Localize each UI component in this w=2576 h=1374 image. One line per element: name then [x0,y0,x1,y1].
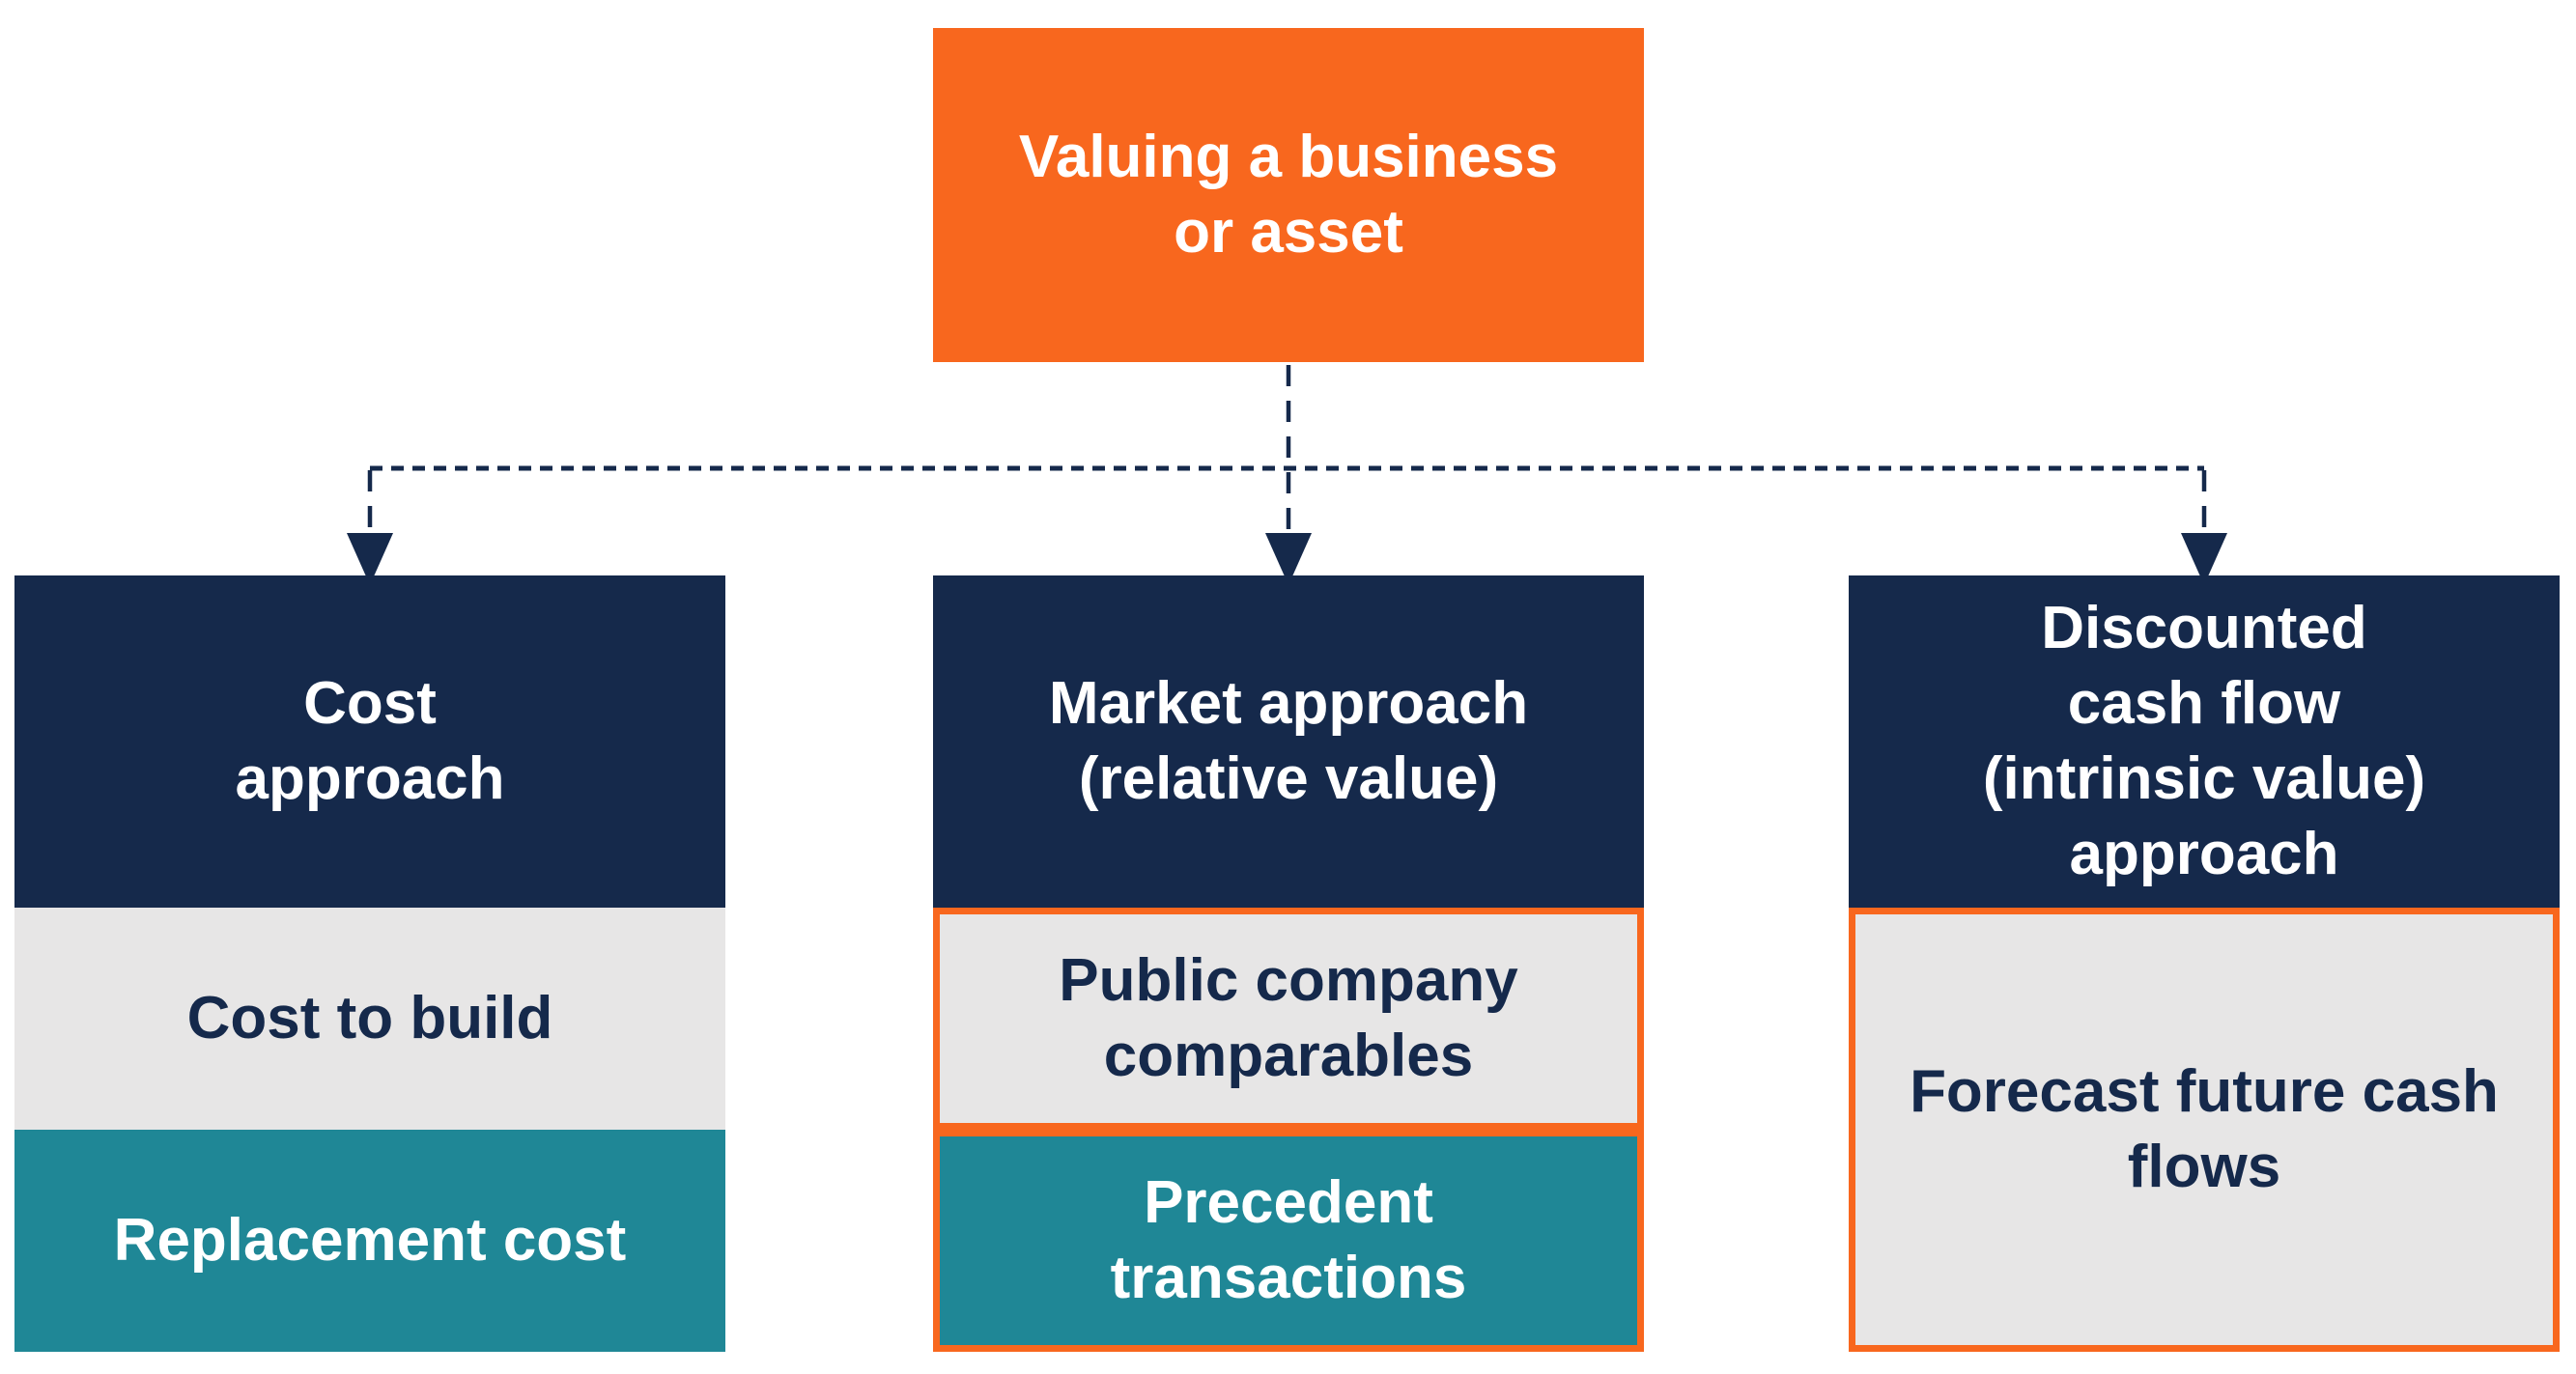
header-cost-approach-label: Cost approach [235,669,505,812]
root-box-valuing-business-or-asset: Valuing a business or asset [933,28,1644,362]
box-public-company-comparables: Public company comparables [933,908,1644,1130]
box-cost-to-build: Cost to build [14,908,725,1130]
header-discounted-cash-flow-approach-label: Discounted cash flow (intrinsic value) a… [1982,594,2426,888]
box-precedent-transactions-label: Precedent transactions [1110,1168,1467,1311]
header-discounted-cash-flow-approach: Discounted cash flow (intrinsic value) a… [1849,575,2560,908]
box-precedent-transactions: Precedent transactions [933,1130,1644,1352]
box-forecast-future-cash-flows-label: Forecast future cash flows [1910,1057,2499,1200]
header-market-approach-label: Market approach (relative value) [1048,669,1529,812]
box-public-company-comparables-label: Public company comparables [1059,946,1518,1089]
box-replacement-cost: Replacement cost [14,1130,725,1352]
box-replacement-cost-label: Replacement cost [113,1206,627,1274]
header-cost-approach: Cost approach [14,575,725,908]
header-market-approach: Market approach (relative value) [933,575,1644,908]
box-cost-to-build-label: Cost to build [186,984,553,1052]
root-box-label: Valuing a business or asset [1018,123,1559,266]
box-forecast-future-cash-flows: Forecast future cash flows [1849,908,2560,1352]
